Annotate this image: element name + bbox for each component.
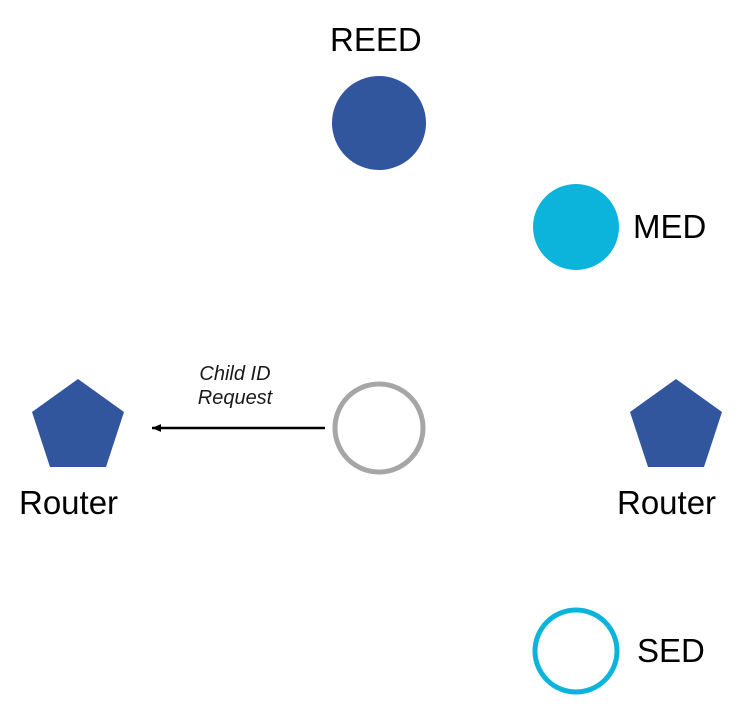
node-label-router-left: Router xyxy=(19,484,119,521)
node-label-router-right: Router xyxy=(617,484,717,521)
node-router-left-shape xyxy=(32,379,124,467)
edge-label-child-id-request: Child ID Request xyxy=(170,363,300,410)
node-label-reed: REED xyxy=(330,21,422,58)
node-reed-shape xyxy=(332,76,426,170)
node-med-shape xyxy=(533,184,619,270)
node-label-med: MED xyxy=(633,208,707,245)
node-sed-shape xyxy=(532,607,620,695)
edge-label-line-1: Child ID xyxy=(199,363,271,385)
node-router-right-shape xyxy=(630,379,722,467)
node-label-sed: SED xyxy=(637,632,705,669)
edge-label-line-2: Request xyxy=(197,386,273,409)
node-child-shape xyxy=(332,381,426,475)
